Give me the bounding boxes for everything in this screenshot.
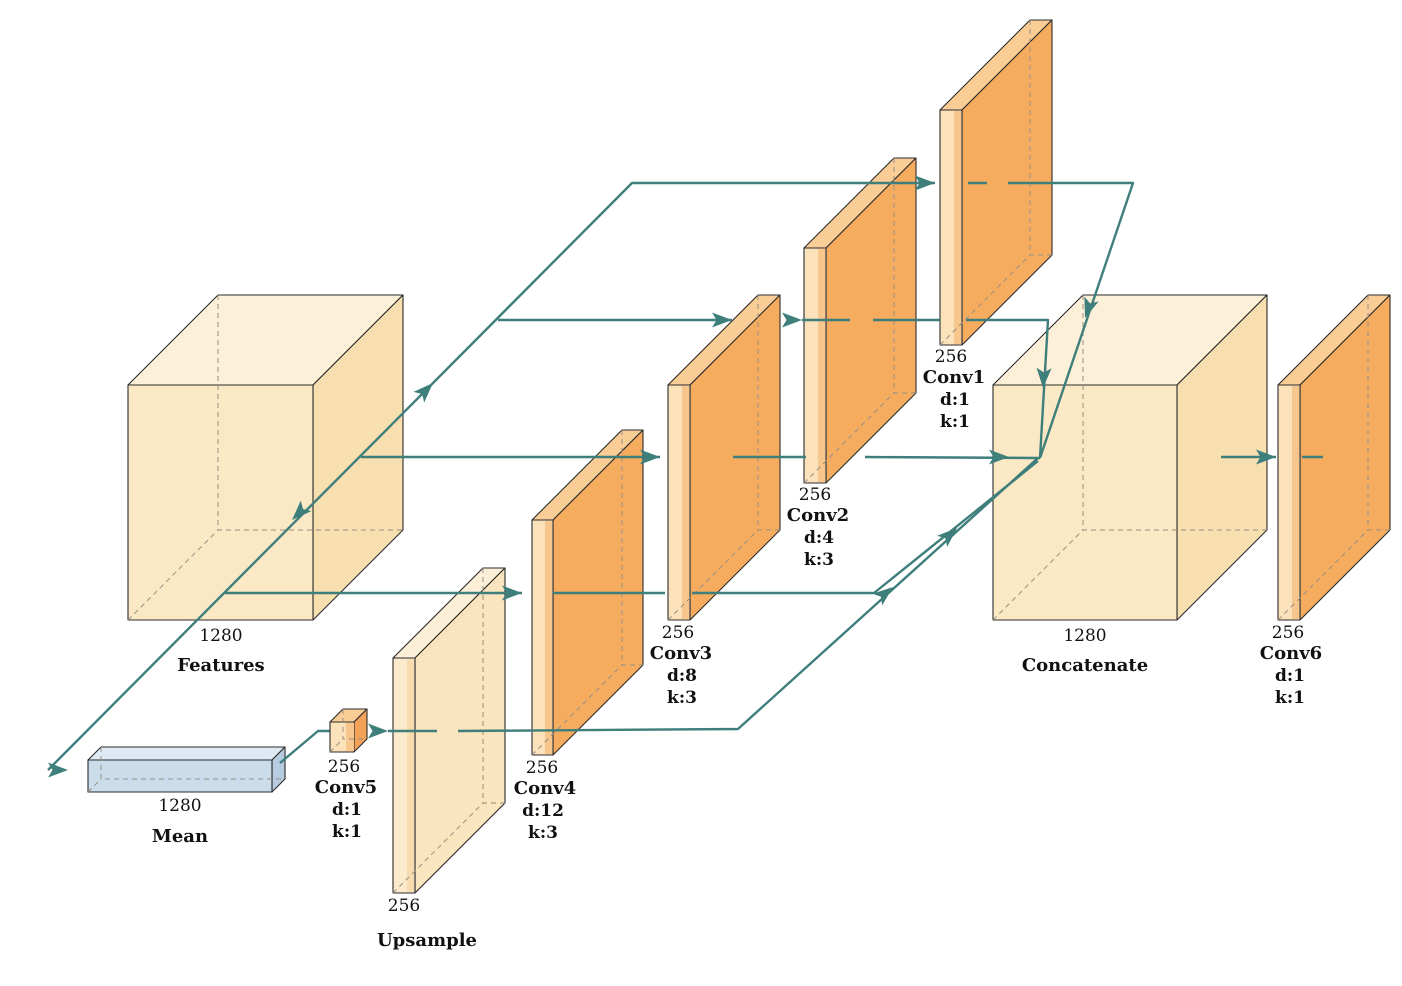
conv5-cube: 256 Conv5 d:1 k:1 (315, 708, 377, 842)
upsample-panel: 256 Upsample (377, 567, 506, 951)
conv3-to-concat (864, 455, 1041, 460)
conv4-merge (692, 460, 1039, 595)
conv3-kernel: k:3 (667, 688, 697, 708)
conv5-label: Conv5 (315, 777, 377, 798)
conv4-size: 256 (526, 758, 558, 778)
conv2-kernel: k:3 (804, 550, 834, 570)
arrowhead-into-mean (48, 762, 68, 778)
conv5-dilation: d:1 (332, 800, 362, 820)
concatenate-box: 1280 Concatenate (992, 294, 1268, 676)
conv4-kernel: k:3 (528, 823, 558, 843)
conv1-size: 256 (935, 347, 967, 367)
conv3-panel: 256 Conv3 d:8 k:3 (650, 294, 781, 708)
conv1-to-concat (1008, 181, 1135, 459)
conv3-dilation: d:8 (667, 666, 697, 686)
conv2-dilation: d:4 (804, 528, 834, 548)
conv6-label: Conv6 (1260, 643, 1322, 664)
features-label: Features (177, 655, 264, 676)
conv3-size: 256 (662, 623, 694, 643)
conv6-dilation: d:1 (1275, 666, 1305, 686)
conv2-size: 256 (799, 485, 831, 505)
conv1-panel: 256 Conv1 d:1 k:1 (923, 19, 1053, 432)
conv3-label: Conv3 (650, 643, 712, 664)
conv6-size: 256 (1272, 623, 1304, 643)
arrowhead-into-conv2 (782, 312, 802, 328)
conv4-dilation: d:12 (522, 801, 564, 821)
upsample-to-concat (457, 457, 1039, 733)
conv6-kernel: k:1 (1275, 688, 1305, 708)
conv2-label: Conv2 (787, 505, 849, 526)
conv4-panel: 256 Conv4 d:12 k:3 (514, 429, 644, 843)
upsample-label: Upsample (377, 930, 477, 951)
upsample-size: 256 (388, 896, 420, 916)
conv5-size: 256 (328, 757, 360, 777)
mean-label: Mean (152, 826, 208, 847)
concatenate-label: Concatenate (1022, 655, 1148, 676)
features-size: 1280 (199, 626, 242, 646)
conv5-kernel: k:1 (332, 822, 362, 842)
conv1-dilation: d:1 (940, 390, 970, 410)
flow-lines (47, 181, 1323, 771)
conv1-kernel: k:1 (940, 412, 970, 432)
arrowhead-into-upsample (368, 723, 388, 739)
bus-diagonal (47, 181, 935, 771)
concatenate-size: 1280 (1063, 626, 1106, 646)
conv6-panel: 256 Conv6 d:1 k:1 (1260, 294, 1391, 708)
mean-size: 1280 (158, 796, 201, 816)
conv2-panel: 256 Conv2 d:4 k:3 (787, 157, 917, 570)
mean-box: 1280 Mean (87, 746, 286, 847)
conv4-label: Conv4 (514, 778, 576, 799)
conv2-to-concat (966, 318, 1050, 459)
features-box: 1280 Features (127, 294, 404, 676)
conv1-label: Conv1 (923, 367, 985, 388)
